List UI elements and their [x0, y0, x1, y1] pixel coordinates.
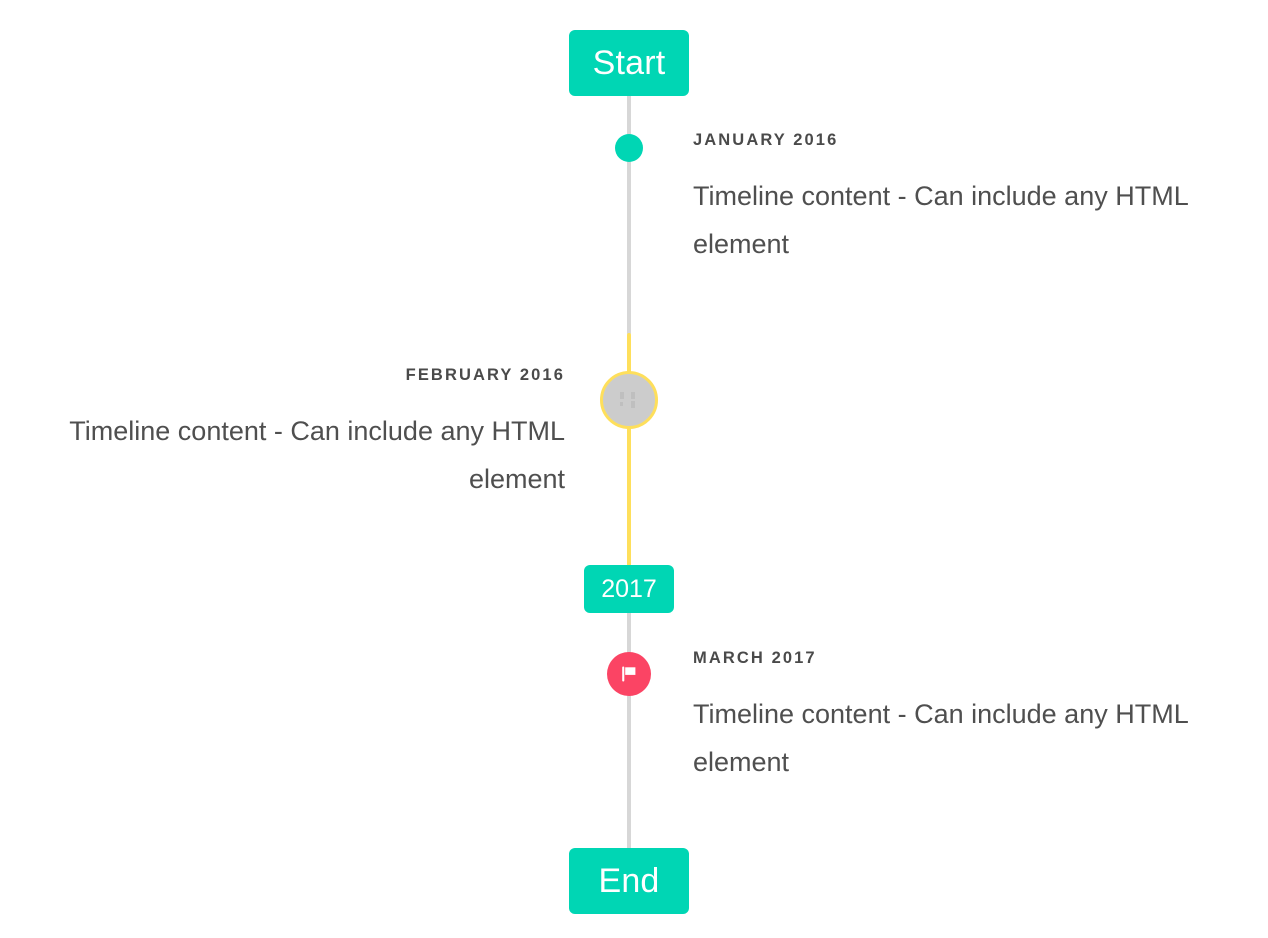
timeline-end-badge[interactable]: End [569, 848, 689, 914]
missing-glyph-icon[interactable] [600, 371, 658, 429]
timeline-entry-text: MARCH 2017 Timeline content - Can includ… [693, 649, 1238, 786]
timeline-entry-date: FEBRUARY 2016 [405, 366, 565, 384]
dot-icon[interactable] [615, 134, 643, 162]
timeline-entry-date: JANUARY 2016 [693, 131, 839, 149]
timeline-entry-text: FEBRUARY 2016 Timeline content - Can inc… [20, 366, 565, 503]
flag-icon[interactable] [607, 652, 651, 696]
timeline-entry-date: MARCH 2017 [693, 649, 817, 667]
timeline-entry-body: Timeline content - Can include any HTML … [693, 699, 1188, 777]
timeline-axis-segment-top [627, 92, 631, 335]
timeline-entry-body: Timeline content - Can include any HTML … [69, 416, 565, 494]
timeline-axis-segment-bottom [627, 610, 631, 856]
timeline-year-badge[interactable]: 2017 [584, 565, 674, 613]
timeline-entry-text: JANUARY 2016 Timeline content - Can incl… [693, 131, 1238, 268]
missing-glyph-boxes-icon [620, 392, 638, 408]
timeline-entry-body: Timeline content - Can include any HTML … [693, 181, 1188, 259]
timeline-axis-segment-highlighted [627, 333, 631, 568]
timeline-start-badge[interactable]: Start [569, 30, 689, 96]
